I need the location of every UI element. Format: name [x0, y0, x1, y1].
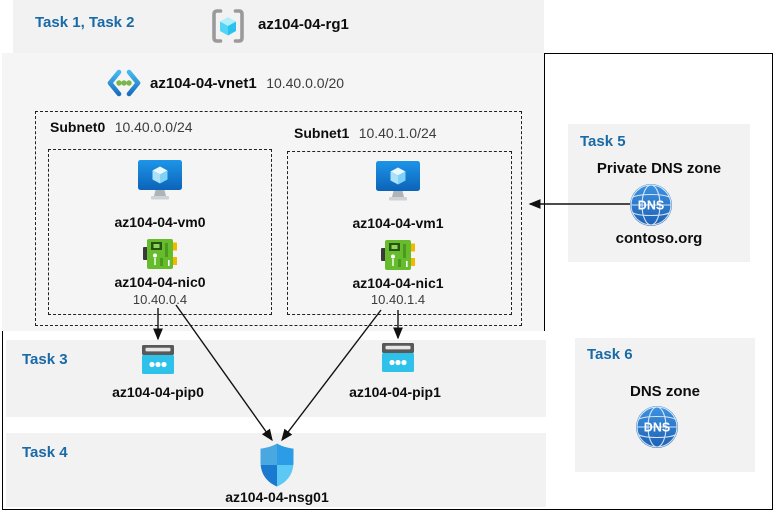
task-1-2-panel: Task 1, Task 2 az104-04-rg1	[13, 0, 544, 53]
subnet1-title: Subnet1 10.40.1.0/24	[294, 125, 437, 143]
subnet0-title: Subnet0 10.40.0.0/24	[50, 119, 193, 137]
vnet-title: az104-04-vnet1 10.40.0.0/20	[150, 75, 344, 93]
dns-zone-title: DNS zone	[629, 383, 700, 400]
task-3-label: Task 3	[22, 351, 68, 368]
nic0-icon	[143, 238, 177, 270]
vm0-icon	[137, 160, 183, 202]
subnet1-cidr: 10.40.1.0/24	[358, 125, 437, 141]
task-6-panel: Task 6 DNS zone DNS	[575, 338, 755, 472]
nic0-name: az104-04-nic0	[114, 274, 206, 290]
pip1-name: az104-04-pip1	[349, 384, 441, 400]
dns-icon-text: DNS	[644, 421, 670, 435]
subnet1-name: Subnet1	[294, 125, 350, 141]
task-6-label: Task 6	[587, 346, 633, 363]
subnet0-cidr: 10.40.0.0/24	[114, 119, 193, 135]
nic1-name: az104-04-nic1	[352, 275, 444, 291]
vnet-name: az104-04-vnet1	[150, 75, 257, 92]
task-5-panel: Task 5 Private DNS zone DNS	[568, 124, 750, 262]
task-4-label: Task 4	[22, 444, 68, 461]
subnet1-box	[287, 151, 512, 315]
virtual-network-icon	[106, 68, 142, 98]
pip1-icon	[380, 343, 416, 375]
task-1-2-label: Task 1, Task 2	[35, 14, 135, 31]
task-5-label: Task 5	[580, 133, 626, 150]
dns-icon-text: DNS	[638, 199, 664, 213]
resource-group-icon	[210, 9, 246, 43]
task-3-panel: Task 3	[6, 340, 546, 417]
subnet0-name: Subnet0	[50, 119, 106, 135]
nic1-icon	[381, 239, 415, 271]
vm1-name: az104-04-vm1	[352, 215, 444, 231]
pip0-icon	[140, 345, 176, 377]
vm1-icon	[375, 161, 421, 203]
nic1-ip: 10.40.1.4	[370, 292, 426, 307]
private-dns-zone-title: Private DNS zone	[596, 160, 722, 177]
private-dns-zone-name: contoso.org	[615, 230, 703, 247]
private-dns-icon: DNS	[629, 183, 673, 227]
vnet-cidr: 10.40.0.0/20	[266, 75, 345, 91]
subnets-dashed-container	[35, 111, 522, 326]
nic0-ip: 10.40.0.4	[132, 292, 188, 307]
nsg-name: az104-04-nsg01	[225, 489, 329, 505]
pip0-name: az104-04-pip0	[112, 384, 204, 400]
dns-zone-icon: DNS	[635, 405, 679, 449]
vm0-name: az104-04-vm0	[114, 214, 206, 230]
nsg-icon	[258, 442, 296, 488]
resource-group-name: az104-04-rg1	[258, 16, 349, 33]
vnet-region	[2, 53, 545, 331]
subnet0-box	[48, 149, 272, 315]
